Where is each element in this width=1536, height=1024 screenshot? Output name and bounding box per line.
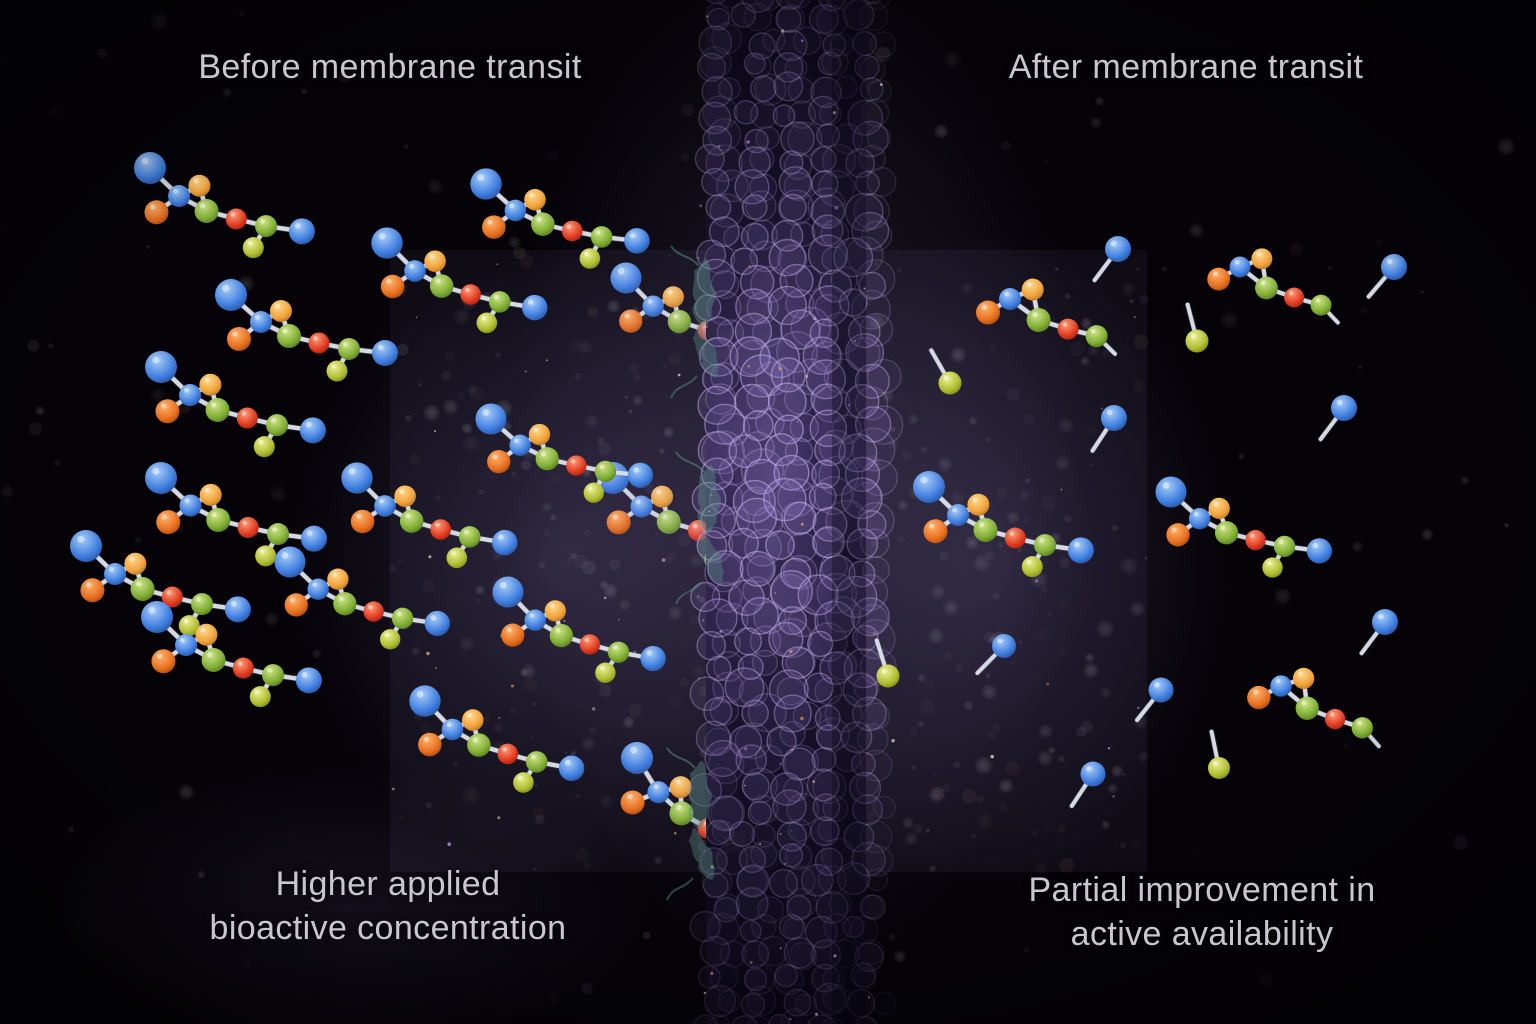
label-line: Higher applied (275, 865, 501, 903)
label-text: Before membrane transit (198, 48, 582, 86)
label-line: bioactive concentration (209, 909, 567, 947)
label-higher-applied-concentration: Higher applied bioactive concentration (210, 862, 567, 950)
label-text: After membrane transit (1008, 48, 1364, 86)
label-line: active availability (1070, 915, 1334, 953)
label-partial-improvement: Partial improvement in active availabili… (1028, 868, 1375, 956)
label-before-membrane-transit: Before membrane transit (198, 45, 581, 89)
label-line: Partial improvement in (1028, 871, 1376, 909)
label-after-membrane-transit: After membrane transit (1009, 45, 1364, 89)
